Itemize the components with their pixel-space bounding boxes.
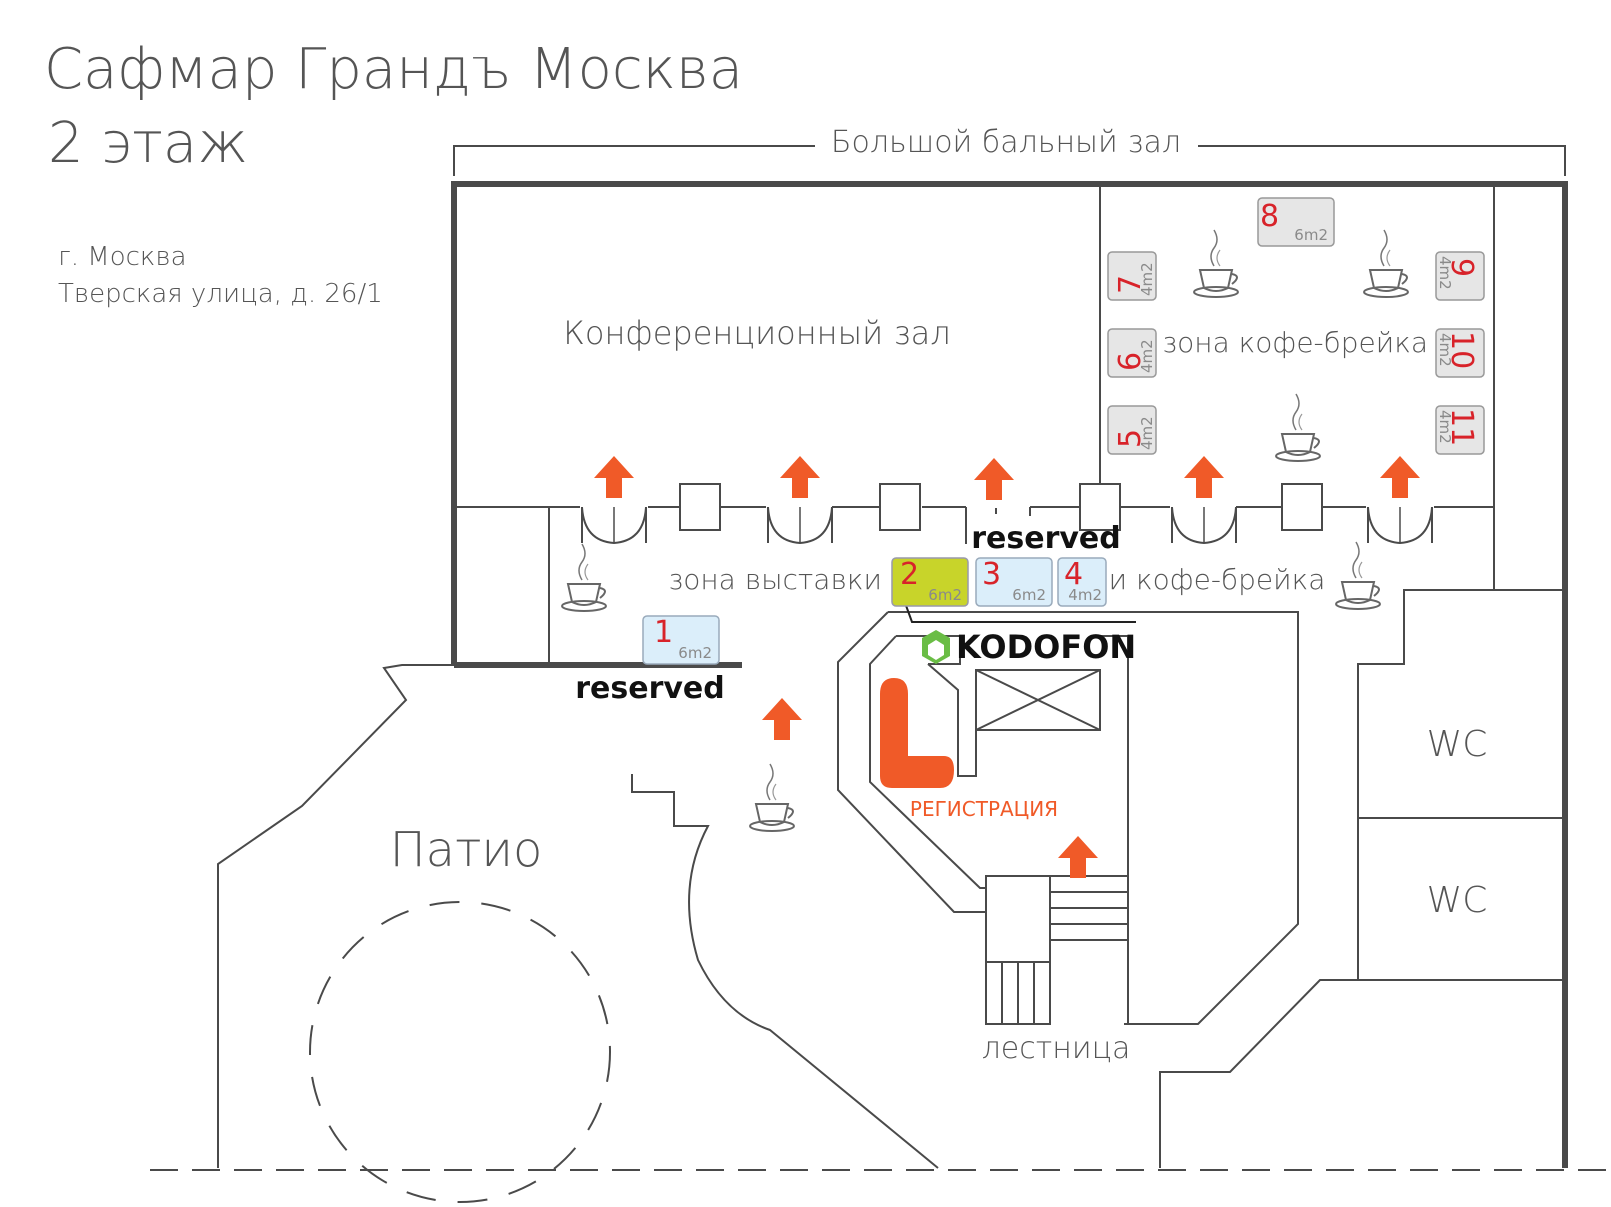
patio-fountain <box>309 901 611 1203</box>
core-outline-inner2 <box>869 635 986 889</box>
pillar <box>679 483 721 531</box>
booth-size: 4m2 <box>1068 586 1102 604</box>
wc-label: WC <box>1427 880 1488 921</box>
city-label: г. Москва <box>58 242 187 272</box>
booth-11[interactable]: 11 4m2 <box>1435 405 1485 455</box>
entrance-arrow-icon <box>1058 836 1098 878</box>
booth-7[interactable]: 7 4m2 <box>1107 251 1157 301</box>
booth-number: 7 <box>1113 275 1148 294</box>
booth-size: 4m2 <box>1436 333 1454 367</box>
entrance-arrow-icon <box>762 698 802 740</box>
booth-size: 4m2 <box>1138 262 1156 296</box>
reserved-label: reserved <box>575 671 725 706</box>
door <box>767 506 833 544</box>
booth-number: 10 <box>1444 331 1479 369</box>
booth-size: 6m2 <box>678 644 712 662</box>
wc-label: WC <box>1427 724 1488 765</box>
patio-wall-upper <box>217 664 742 1168</box>
coffee-cup-icon <box>1275 393 1321 462</box>
booth-size: 4m2 <box>1436 410 1454 444</box>
outer-wall <box>451 181 1568 1168</box>
booth-size: 6m2 <box>928 586 962 604</box>
exhibition-zone-label: зона выставки <box>668 563 882 596</box>
booth-1[interactable]: 1 6m2 <box>642 615 720 665</box>
registration-label: РЕГИСТРАЦИЯ <box>910 797 1058 821</box>
ballroom-label: Большой бальный зал <box>831 125 1181 160</box>
sponsor-pointer-line <box>903 599 1136 623</box>
sponsor-logo: KODOFON <box>922 628 1136 666</box>
booth-size: 4m2 <box>1138 339 1156 373</box>
booth-5[interactable]: 5 4m2 <box>1107 405 1157 455</box>
coffee-cup-icon <box>561 543 607 612</box>
coffee-cup-icon <box>1363 229 1409 298</box>
booth-4[interactable]: 4 4m2 <box>1057 557 1107 607</box>
address-label: Тверская улица, д. 26/1 <box>58 279 383 309</box>
pillar <box>1079 483 1121 531</box>
coffee-cup-icon <box>1193 229 1239 298</box>
conference-hall-label: Конференционный зал <box>563 314 950 352</box>
right-lower-wall <box>1159 979 1565 1168</box>
stair-steps <box>986 875 1128 1024</box>
booth-number: 11 <box>1444 408 1479 446</box>
entrance-arrow-icon <box>1380 456 1420 498</box>
booth-10[interactable]: 10 4m2 <box>1435 328 1485 378</box>
foyer-left-partition <box>454 506 550 665</box>
booth-2[interactable]: 2 6m2 <box>891 557 969 607</box>
stairs-label: лестница <box>982 1031 1131 1066</box>
entrance-arrow-icon <box>594 456 634 498</box>
coffee-cup-icon <box>1335 541 1381 610</box>
coffee-zone-label: зона кофе-брейка <box>1162 326 1428 359</box>
core-outline-outer <box>888 611 1299 1025</box>
exhibition-zone-label-2: и кофе-брейка <box>1109 563 1326 596</box>
booth-number: 5 <box>1113 429 1148 448</box>
booth-size: 4m2 <box>1436 256 1454 290</box>
ballroom-bracket <box>453 145 1566 176</box>
pillar <box>879 483 921 531</box>
patio-label: Патио <box>390 822 543 878</box>
reserved-label: reserved <box>971 521 1121 556</box>
wc-block <box>1357 589 1565 981</box>
sponsor-logo-icon-inner <box>928 640 944 660</box>
entrance-arrow-icon <box>1184 456 1224 498</box>
door <box>1367 506 1433 544</box>
patio-curve <box>631 774 939 1169</box>
door <box>1171 506 1237 544</box>
booth-number: 8 <box>1260 199 1279 234</box>
booth-size: 6m2 <box>1294 226 1328 244</box>
booth-9[interactable]: 9 4m2 <box>1435 251 1485 301</box>
registration-desk-icon <box>880 678 954 788</box>
booth-8[interactable]: 8 6m2 <box>1257 197 1335 247</box>
booth-size: 4m2 <box>1138 416 1156 450</box>
door-gap-marker <box>965 507 1031 544</box>
reg-counter-wall <box>896 635 1101 777</box>
core-outline-inner <box>837 611 986 913</box>
venue-title: Сафмар Грандъ Москва <box>44 37 743 102</box>
booth-6[interactable]: 6 4m2 <box>1107 328 1157 378</box>
booth-number: 4 <box>1064 557 1083 592</box>
booth-number: 6 <box>1113 352 1148 371</box>
entrance-arrow-icon <box>974 458 1014 500</box>
floor-label: 2 этаж <box>48 111 248 176</box>
booth-number: 3 <box>982 557 1001 592</box>
pillar <box>1281 483 1323 531</box>
booth-number: 9 <box>1444 258 1479 277</box>
booth-number: 2 <box>900 557 919 592</box>
entrance-arrow-icon <box>780 456 820 498</box>
booth-size: 6m2 <box>1012 586 1046 604</box>
booth-3[interactable]: 3 6m2 <box>975 557 1053 607</box>
door <box>581 506 647 544</box>
booth-number: 1 <box>654 615 673 650</box>
coffee-cup-icon <box>749 763 795 832</box>
sponsor-name: KODOFON <box>956 628 1136 666</box>
